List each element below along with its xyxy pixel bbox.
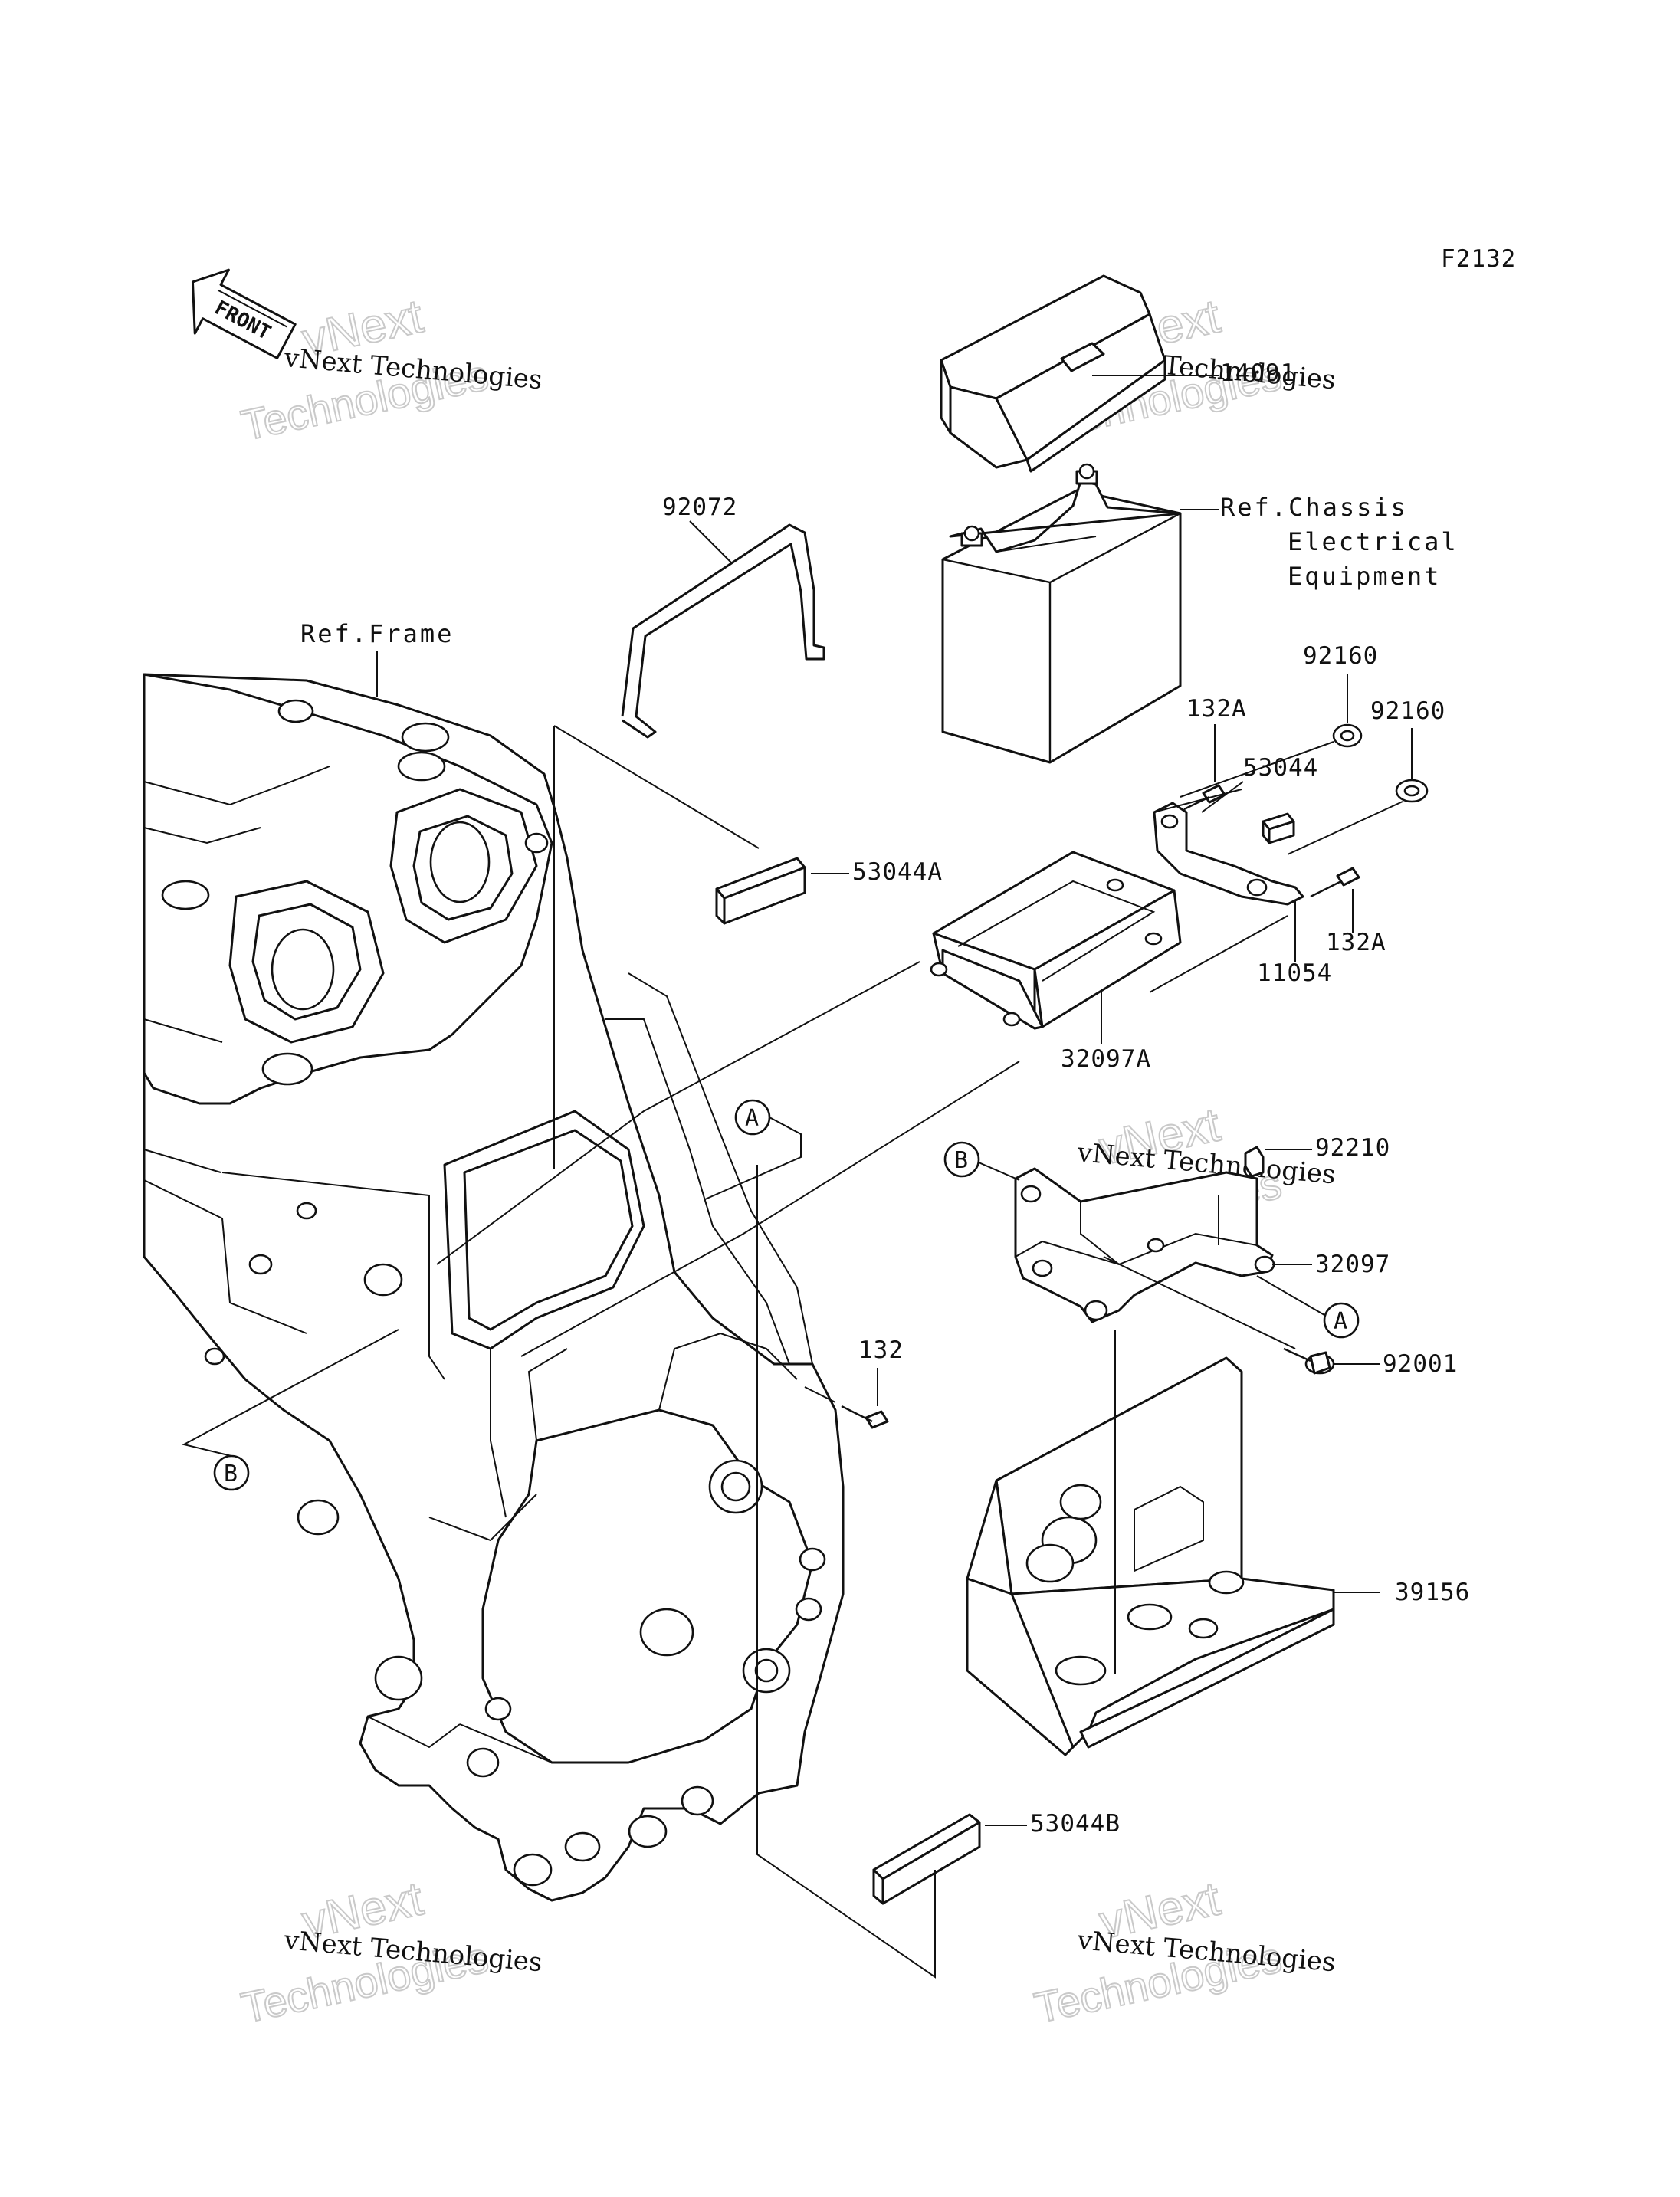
diagram-code: F2132 [1441, 245, 1516, 273]
assembly-line-53044B [756, 1674, 936, 1979]
assembly-line-53044-to-bracket [1153, 789, 1242, 813]
assembly-line-92160b [1287, 801, 1403, 855]
assembly-line-132 [804, 1386, 836, 1403]
ref-chassis-line2: Electrical [1288, 527, 1459, 556]
svg-text:A: A [745, 1105, 759, 1132]
motorcycle-frame [143, 673, 845, 1902]
part-label-53044A: 53044A [852, 858, 943, 886]
assembly-line-tray-frame-2 [520, 1061, 1020, 1357]
battery-cover-14091 [940, 274, 1166, 473]
part-label-14091: 14091 [1220, 359, 1295, 387]
tray-32097A [930, 851, 1182, 1030]
bolt-92001 [1283, 1347, 1335, 1375]
part-label-53044: 53044 [1243, 754, 1318, 782]
part-label-132: 132 [858, 1336, 904, 1364]
ref-chassis-line1: Ref.Chassis [1220, 493, 1408, 522]
bracket-11054 [1153, 802, 1304, 906]
callout-a-left: A [704, 1099, 802, 1200]
battery [941, 463, 1182, 764]
part-label-39156: 39156 [1395, 1579, 1470, 1606]
part-label-32097: 32097 [1315, 1251, 1390, 1278]
assembly-line-92001 [1103, 1256, 1296, 1349]
battery-strap-92072 [621, 523, 825, 739]
front-arrow-icon: FRONT [191, 268, 297, 359]
ref-chassis-line3: Equipment [1288, 562, 1441, 591]
assembly-line-tray-frame-1 [436, 961, 920, 1265]
part-label-92001: 92001 [1383, 1350, 1458, 1378]
tray-39156 [966, 1356, 1335, 1756]
callout-a-right: A [1256, 1275, 1360, 1339]
leader-53044 [1201, 781, 1244, 813]
callout-b-left: B [182, 1329, 399, 1491]
bracket-32097 [1014, 1167, 1275, 1323]
part-label-32097A: 32097A [1061, 1045, 1151, 1073]
callout-b-right: B [943, 1141, 1020, 1181]
part-label-11054: 11054 [1257, 959, 1332, 987]
watermark-top-left: vNext Technologies vNext Technologies [236, 289, 543, 450]
part-label-92160-a: 92160 [1303, 642, 1378, 670]
part-label-92072: 92072 [662, 494, 737, 521]
clip-92210 [1244, 1146, 1265, 1178]
part-label-92210: 92210 [1315, 1134, 1390, 1162]
svg-text:B: B [954, 1147, 968, 1174]
leader-92072 [689, 520, 733, 564]
watermark-bottom-left: vNext Technologies vNext Technologies [236, 1871, 543, 2032]
part-label-132A-b: 132A [1326, 929, 1386, 956]
part-label-132A-a: 132A [1186, 695, 1247, 723]
bolt-132 [841, 1405, 889, 1429]
damper-53044 [1262, 812, 1295, 844]
assembly-line-92160a [1180, 741, 1334, 798]
damper-53044B [872, 1813, 981, 1905]
svg-text:A: A [1334, 1308, 1347, 1335]
bolt-132A-b [1310, 867, 1360, 898]
grommet-92160-a [1332, 723, 1363, 748]
assembly-line-tray-bracket [1149, 915, 1288, 993]
assembly-line-53044A [553, 725, 760, 849]
svg-text:B: B [224, 1461, 238, 1487]
part-label-53044B: 53044B [1030, 1810, 1121, 1838]
ref-frame-label: Ref.Frame [300, 619, 454, 648]
watermark-bottom-right: vNext Technologies vNext Technologies [1029, 1871, 1337, 2032]
damper-53044A [715, 857, 806, 925]
part-label-92160-b: 92160 [1370, 697, 1445, 725]
grommet-92160-b [1395, 779, 1429, 803]
